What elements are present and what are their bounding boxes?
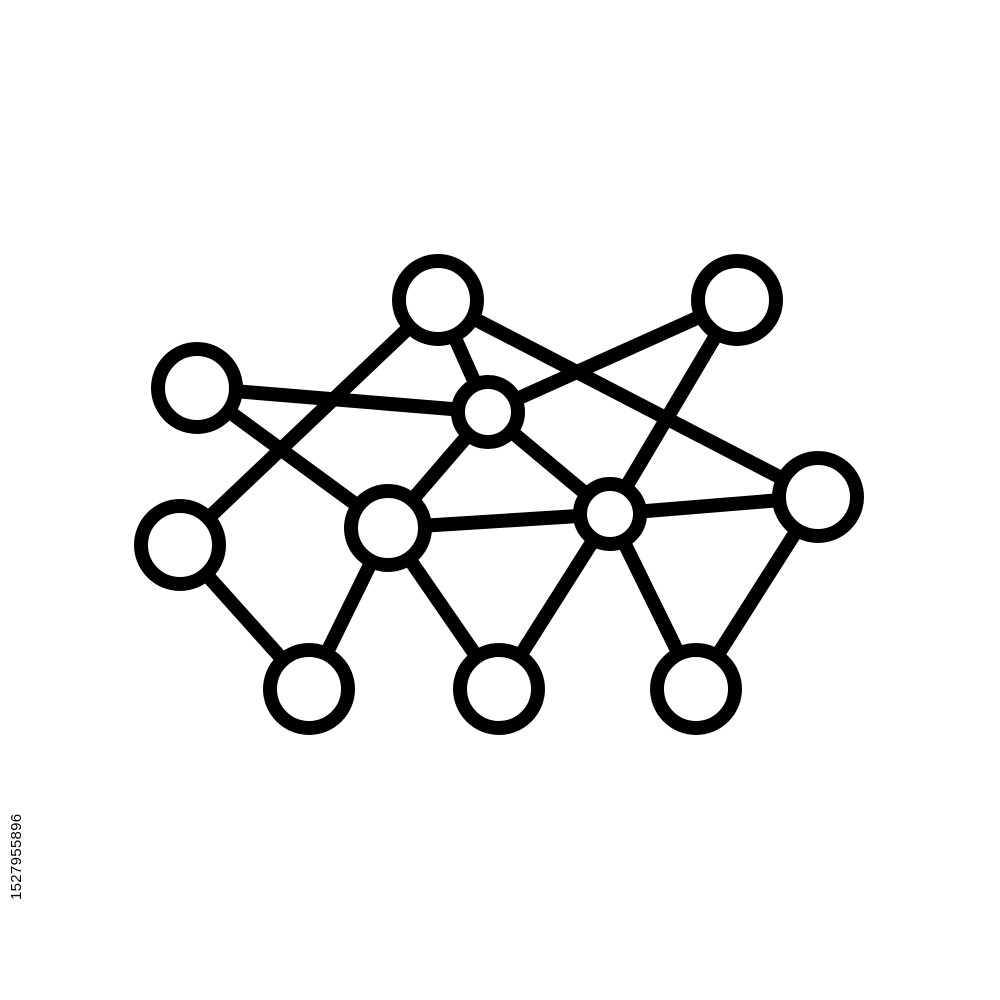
network-node — [691, 254, 783, 346]
network-node — [134, 499, 226, 591]
network-node — [650, 643, 742, 735]
network-node — [451, 375, 525, 449]
network-node — [573, 477, 647, 551]
network-node — [151, 342, 243, 434]
network-node — [392, 254, 484, 346]
network-node — [772, 451, 864, 543]
stock-image-id: 1527955896 — [8, 813, 25, 900]
network-node — [263, 643, 355, 735]
network-edge — [173, 293, 445, 552]
network-node — [453, 643, 545, 735]
network-node — [344, 484, 432, 572]
network-edge — [431, 293, 825, 504]
network-nodes — [134, 254, 864, 735]
network-edges — [173, 293, 825, 696]
